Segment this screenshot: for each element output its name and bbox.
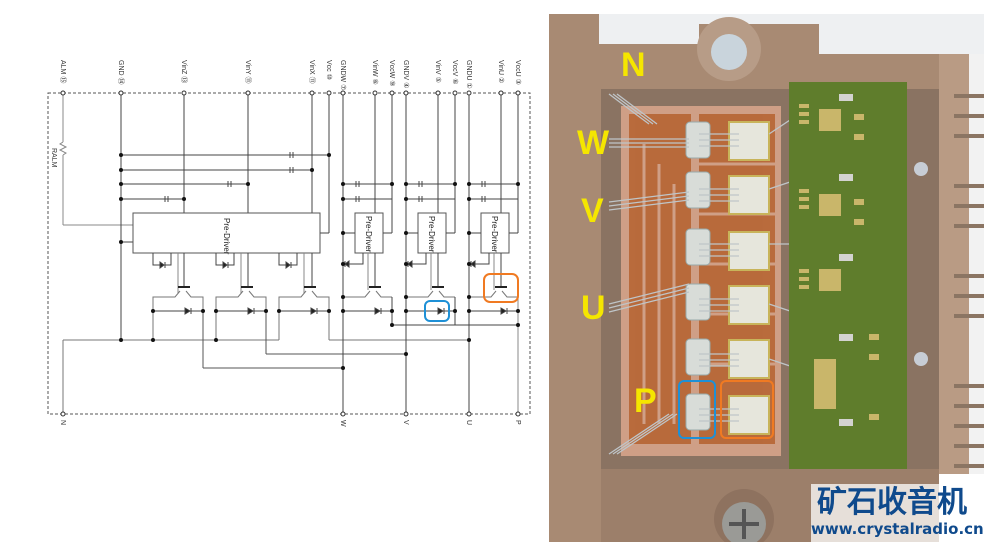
pin-u-label: U — [465, 420, 472, 425]
pin-vinv-label: VinV ⑤ — [434, 60, 442, 83]
pin-vinv-terminal — [435, 90, 441, 96]
pin-vinw-label: VinW ⑥ — [371, 60, 379, 85]
pin-p-terminal — [515, 411, 521, 417]
ipm-schematic: ALM ⑮ GND ⑭ VinZ ⑬ VinY ⑪ VinX ⑪ Vcc ⑩ GNDW ⑦ V… — [47, 60, 531, 427]
pin-v-label: V — [402, 420, 409, 425]
pin-vinz-label: VinZ ⑬ — [180, 60, 188, 83]
mounting-hole-top — [711, 34, 747, 70]
bond-wires — [608, 93, 800, 455]
phase-label-p: P — [634, 382, 657, 420]
pin-vccw-terminal — [389, 90, 395, 96]
igbt-highlight — [483, 273, 519, 303]
igbt-chips — [728, 121, 770, 435]
high-side-channels — [342, 93, 519, 414]
pin-n-terminal — [60, 411, 66, 417]
pin-alm-terminal — [60, 90, 66, 96]
ralm-resistor — [58, 141, 68, 156]
module-boundary — [47, 92, 531, 415]
pin-vinx-label: VinX ⑪ — [308, 60, 316, 84]
phase-label-n: N — [621, 46, 646, 84]
photo-igbt-highlight — [720, 380, 774, 439]
predriver-label-low: Pre-Driver — [222, 218, 231, 255]
phase-label-u: U — [581, 289, 606, 327]
predriver-label-u: Pre-Driver — [490, 216, 499, 253]
schematic-wiring — [47, 92, 531, 415]
pin-w-label: W — [339, 420, 346, 427]
pin-viny-terminal — [245, 90, 251, 96]
module-photo: N W V U P 矿石收音机 www.crystalradio.cn — [549, 14, 984, 542]
pin-vinw-terminal — [372, 90, 378, 96]
pin-vinu-label: VinU ② — [497, 60, 505, 83]
phase-label-w: W — [577, 124, 610, 162]
pin-vinz-terminal — [181, 90, 187, 96]
low-side-igbts — [152, 286, 330, 340]
predriver-low-side — [132, 212, 321, 254]
predriver-label-w: Pre-Driver — [364, 216, 373, 253]
pin-w-terminal — [340, 411, 346, 417]
pin-vccv-terminal — [452, 90, 458, 96]
pin-gndu-terminal — [466, 90, 472, 96]
pin-vccu-label: VccU ③ — [514, 60, 522, 85]
pin-p-label: P — [514, 420, 521, 425]
pin-gndu-label: GNDU ① — [465, 60, 473, 89]
pin-n-label: N — [59, 420, 66, 425]
pin-gndv-terminal — [403, 90, 409, 96]
pin-vccv-label: VccV ⑥ — [451, 60, 459, 85]
pin-u-terminal — [466, 411, 472, 417]
pin-vccw-label: VccW ⑨ — [388, 60, 396, 87]
junction-dots — [119, 153, 520, 370]
pin-gndv-label: GNDV ④ — [402, 60, 410, 88]
pin-gndw-terminal — [340, 90, 346, 96]
pin-vinx-terminal — [309, 90, 315, 96]
control-pins — [954, 94, 984, 468]
pin-vinu-terminal — [498, 90, 504, 96]
ralm-label: RALM — [50, 148, 57, 168]
pin-gnd-label: GND ⑭ — [117, 60, 125, 85]
pin-v-terminal — [403, 411, 409, 417]
watermark-title: 矿石收音机 — [817, 485, 967, 520]
low-side-gate-diodes — [152, 253, 298, 269]
pin-gndw-label: GNDW ⑦ — [339, 60, 347, 90]
watermark-url: www.crystalradio.cn — [811, 520, 984, 538]
pin-gnd-terminal — [118, 90, 124, 96]
top-pin-row: ALM ⑮ GND ⑭ VinZ ⑬ VinY ⑪ VinX ⑪ Vcc ⑩ GNDW ⑦ V… — [59, 60, 522, 96]
photo-diode-highlight — [678, 380, 716, 439]
pin-vcc-label: Vcc ⑩ — [325, 60, 333, 80]
phase-label-v: V — [581, 192, 604, 230]
predriver-label-v: Pre-Driver — [427, 216, 436, 253]
capacitor-group — [164, 152, 294, 202]
low-side-diodes — [153, 307, 329, 315]
pin-alm-label: ALM ⑮ — [59, 60, 67, 83]
pin-vccu-terminal — [515, 90, 521, 96]
control-ic — [814, 359, 836, 409]
pin-viny-label: VinY ⑪ — [244, 60, 252, 83]
pin-vcc-terminal — [326, 90, 332, 96]
diode-highlight — [424, 300, 450, 322]
